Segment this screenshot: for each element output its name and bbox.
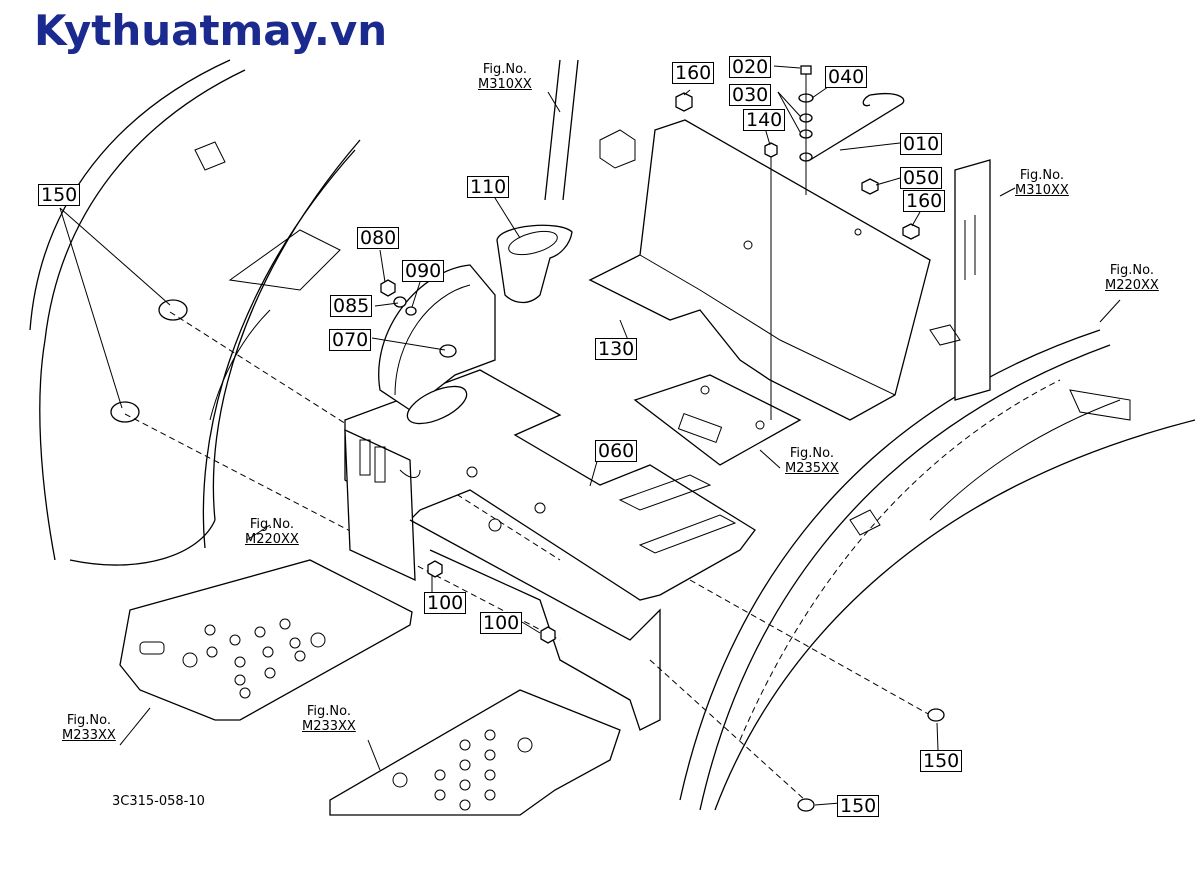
fig-ref-prefix: Fig.No. [306, 704, 351, 719]
fig-ref-code: M220XX [245, 532, 299, 547]
cabin-pillars [544, 59, 991, 401]
callout-160-top[interactable]: 160 [672, 62, 715, 84]
callout-050[interactable]: 050 [900, 167, 943, 189]
fig-ref-m310xx-top[interactable]: Fig.No. M310XX [478, 62, 532, 92]
fig-ref-m235xx[interactable]: Fig.No. M235XX [785, 446, 839, 476]
callout-100-center[interactable]: 100 [480, 612, 523, 634]
watermark-logo: Kythuatmay.vn [34, 6, 388, 55]
fig-ref-code: M235XX [785, 461, 839, 476]
callout-160-right[interactable]: 160 [903, 190, 946, 212]
callout-130[interactable]: 130 [595, 338, 638, 360]
callout-085[interactable]: 085 [330, 295, 373, 317]
callout-010[interactable]: 010 [900, 133, 943, 155]
fig-ref-m233xx-center[interactable]: Fig.No. M233XX [302, 704, 356, 734]
callout-150-bottom[interactable]: 150 [837, 795, 880, 817]
callout-150-right[interactable]: 150 [920, 750, 963, 772]
mounting-plate [633, 374, 802, 466]
callout-150-left[interactable]: 150 [38, 184, 81, 206]
right-fender [649, 329, 1196, 811]
callout-080[interactable]: 080 [357, 227, 400, 249]
fig-ref-code: M310XX [478, 77, 532, 92]
callout-060[interactable]: 060 [595, 440, 638, 462]
callout-110[interactable]: 110 [467, 176, 510, 198]
cup-holder-110 [496, 224, 573, 304]
callout-100-left[interactable]: 100 [424, 592, 467, 614]
callout-040[interactable]: 040 [825, 66, 868, 88]
leader-lines [59, 65, 1121, 806]
fig-ref-code: M310XX [1015, 183, 1069, 198]
main-frame-060 [344, 369, 756, 731]
callout-030[interactable]: 030 [729, 84, 772, 106]
fig-ref-code: M233XX [62, 728, 116, 743]
callout-140[interactable]: 140 [743, 109, 786, 131]
callout-070[interactable]: 070 [329, 329, 372, 351]
fig-ref-code: M220XX [1105, 278, 1159, 293]
fig-ref-m233xx-left[interactable]: Fig.No. M233XX [62, 713, 116, 743]
fig-ref-prefix: Fig.No. [1109, 263, 1154, 278]
fig-ref-prefix: Fig.No. [1019, 168, 1064, 183]
fig-ref-prefix: Fig.No. [789, 446, 834, 461]
bracket-070 [378, 264, 496, 425]
fig-ref-prefix: Fig.No. [66, 713, 111, 728]
fig-ref-prefix: Fig.No. [249, 517, 294, 532]
callout-090[interactable]: 090 [402, 260, 445, 282]
left-step-plate [119, 559, 413, 721]
fig-ref-code: M233XX [302, 719, 356, 734]
fig-ref-m220xx-left[interactable]: Fig.No. M220XX [245, 517, 299, 547]
hardware-parts [380, 65, 945, 812]
right-step-plate [329, 689, 621, 816]
callout-020[interactable]: 020 [729, 56, 772, 78]
fig-ref-m310xx-right[interactable]: Fig.No. M310XX [1015, 168, 1069, 198]
document-number: 3C315-058-10 [112, 794, 205, 809]
fig-ref-m220xx-right[interactable]: Fig.No. M220XX [1105, 263, 1159, 293]
fig-ref-prefix: Fig.No. [482, 62, 527, 77]
rear-panel-130 [588, 119, 931, 421]
